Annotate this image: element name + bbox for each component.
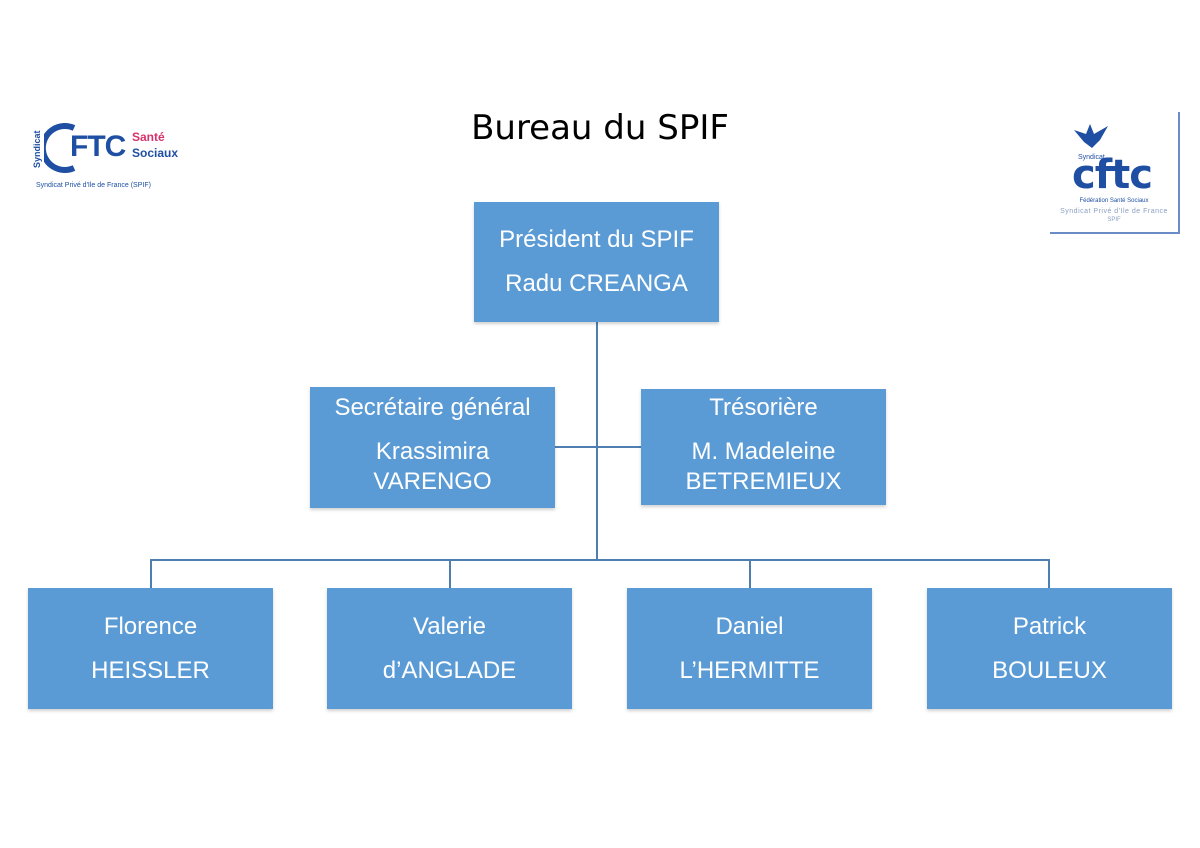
- treasurer-role: Trésorière: [709, 394, 818, 421]
- president-name: Radu CREANGA: [505, 270, 688, 297]
- member-first-name: Valerie: [413, 612, 486, 640]
- member-box: Daniel L’HERMITTE: [627, 588, 872, 709]
- secretary-first-name: Krassimira: [375, 438, 490, 465]
- treasurer-last-name: BETREMIEUX: [685, 468, 842, 495]
- treasurer-box: Trésorière M. Madeleine BETREMIEUX: [641, 389, 886, 505]
- president-role: Président du SPIF: [499, 226, 694, 253]
- president-box: Président du SPIF Radu CREANGA: [474, 202, 719, 322]
- connector-officers: [555, 446, 641, 448]
- connector-member-2: [449, 559, 451, 588]
- secretary-box: Secrétaire général Krassimira VARENGO: [310, 387, 555, 508]
- member-first-name: Patrick: [1012, 612, 1087, 640]
- member-first-name: Daniel: [715, 612, 784, 640]
- member-last-name: BOULEUX: [992, 656, 1107, 684]
- logo-right-subtitle: Syndicat Privé d'Ile de France: [1060, 208, 1168, 215]
- connector-member-3: [749, 559, 751, 588]
- logo-line2: Sociaux: [132, 146, 179, 160]
- cftc-sante-sociaux-logo: Syndicat FTC Santé Sociaux Syndicat Priv…: [30, 122, 210, 196]
- member-last-name: d’ANGLADE: [382, 656, 517, 684]
- secretary-last-name: VARENGO: [373, 468, 492, 495]
- logo-line1: Santé: [132, 130, 165, 144]
- logo-right-brand: cftc: [1072, 152, 1153, 198]
- member-box: Patrick BOULEUX: [927, 588, 1172, 709]
- member-last-name: HEISSLER: [91, 656, 210, 684]
- connector-member-1: [150, 559, 152, 588]
- member-box: Valerie d’ANGLADE: [327, 588, 572, 709]
- c-arc-icon: [44, 123, 76, 173]
- logo-brand: FTC: [70, 130, 126, 163]
- member-box: Florence HEISSLER: [28, 588, 273, 709]
- logo-subtitle: Syndicat Privé d'Ile de France (SPIF): [36, 182, 151, 189]
- cftc-federation-logo: Syndicat cftc Fédération Santé Sociaux S…: [1050, 112, 1180, 234]
- connector-member-4: [1048, 559, 1050, 588]
- treasurer-first-name: M. Madeleine: [691, 438, 836, 465]
- member-first-name: Florence: [103, 612, 198, 640]
- connector-members-bar: [150, 559, 1050, 561]
- page-title: Bureau du SPIF: [471, 108, 729, 148]
- secretary-role: Secrétaire général: [334, 394, 531, 421]
- member-last-name: L’HERMITTE: [679, 656, 820, 684]
- logo-right-subtitle2: SPIF: [1107, 217, 1121, 223]
- connector-trunk: [596, 322, 598, 560]
- dove-icon: [1074, 124, 1108, 148]
- logo-right-federation: Fédération Santé Sociaux: [1079, 198, 1149, 204]
- logo-right-top: Syndicat: [1078, 154, 1105, 161]
